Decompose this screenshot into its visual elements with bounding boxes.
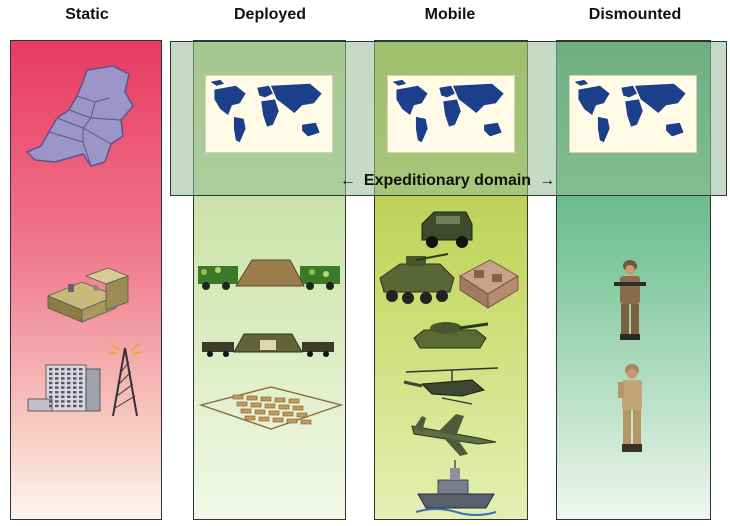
helicopter-icon	[403, 367, 499, 405]
fighter-jet-icon	[411, 414, 497, 456]
supply-pallet-icon	[459, 259, 519, 309]
field-tent-truck-icon	[198, 259, 340, 290]
expeditionary-domain-text: Expeditionary domain	[363, 172, 532, 189]
world-map-icon	[205, 75, 333, 153]
apc-icon	[379, 253, 455, 304]
world-map-icon	[569, 75, 697, 153]
field-hq-truck-icon	[202, 333, 334, 357]
column-title-static: Static	[65, 6, 109, 23]
soldier-icon	[618, 364, 642, 452]
warship-icon	[415, 460, 497, 516]
tank-icon	[413, 322, 489, 349]
office-tower-icon	[27, 364, 101, 412]
left-arrow-icon: ←	[339, 172, 356, 189]
camp-layout-icon	[198, 386, 344, 430]
column-title-deployed: Deployed	[233, 6, 306, 23]
right-arrow-icon: →	[539, 172, 556, 189]
column-title-dismounted: Dismounted	[588, 6, 682, 23]
netherlands-map-icon	[25, 65, 134, 167]
radio-mast-icon	[108, 343, 142, 417]
building-complex-icon	[46, 267, 130, 323]
expeditionary-domain-label: ← Expeditionary domain →	[310, 172, 585, 190]
jeep-icon	[421, 211, 473, 248]
column-title-mobile: Mobile	[424, 6, 476, 23]
world-map-icon	[387, 75, 515, 153]
soldier-icon	[614, 260, 646, 340]
